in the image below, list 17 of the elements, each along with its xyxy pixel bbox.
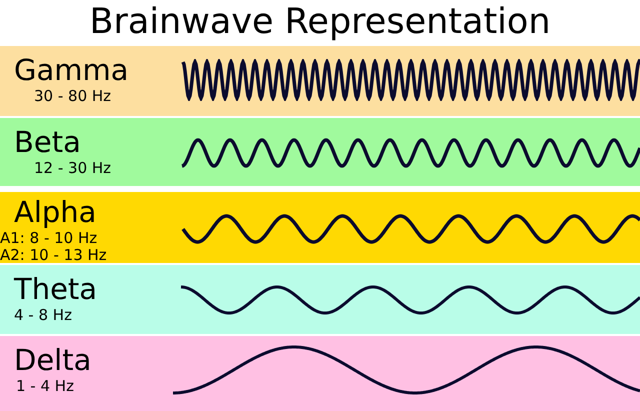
frequency-range: 4 - 8 Hz (14, 307, 72, 324)
band (0, 46, 640, 116)
frequency-range: 30 - 80 Hz (34, 88, 112, 105)
frequency-range: A2: 10 - 13 Hz (0, 247, 107, 264)
band (0, 336, 640, 411)
title: Brainwave Representation (88, 1, 552, 44)
band-name: Alpha (14, 194, 96, 230)
frequency-range: 1 - 4 Hz (16, 378, 74, 395)
frequency-range: A1: 8 - 10 Hz (0, 230, 98, 247)
band-name: Delta (14, 342, 92, 378)
band-name: Theta (14, 271, 98, 307)
band-name: Beta (14, 124, 81, 160)
band (0, 265, 640, 334)
band-name: Gamma (14, 52, 129, 88)
frequency-range: 12 - 30 Hz (34, 160, 112, 177)
band (0, 118, 640, 186)
band (0, 192, 640, 263)
